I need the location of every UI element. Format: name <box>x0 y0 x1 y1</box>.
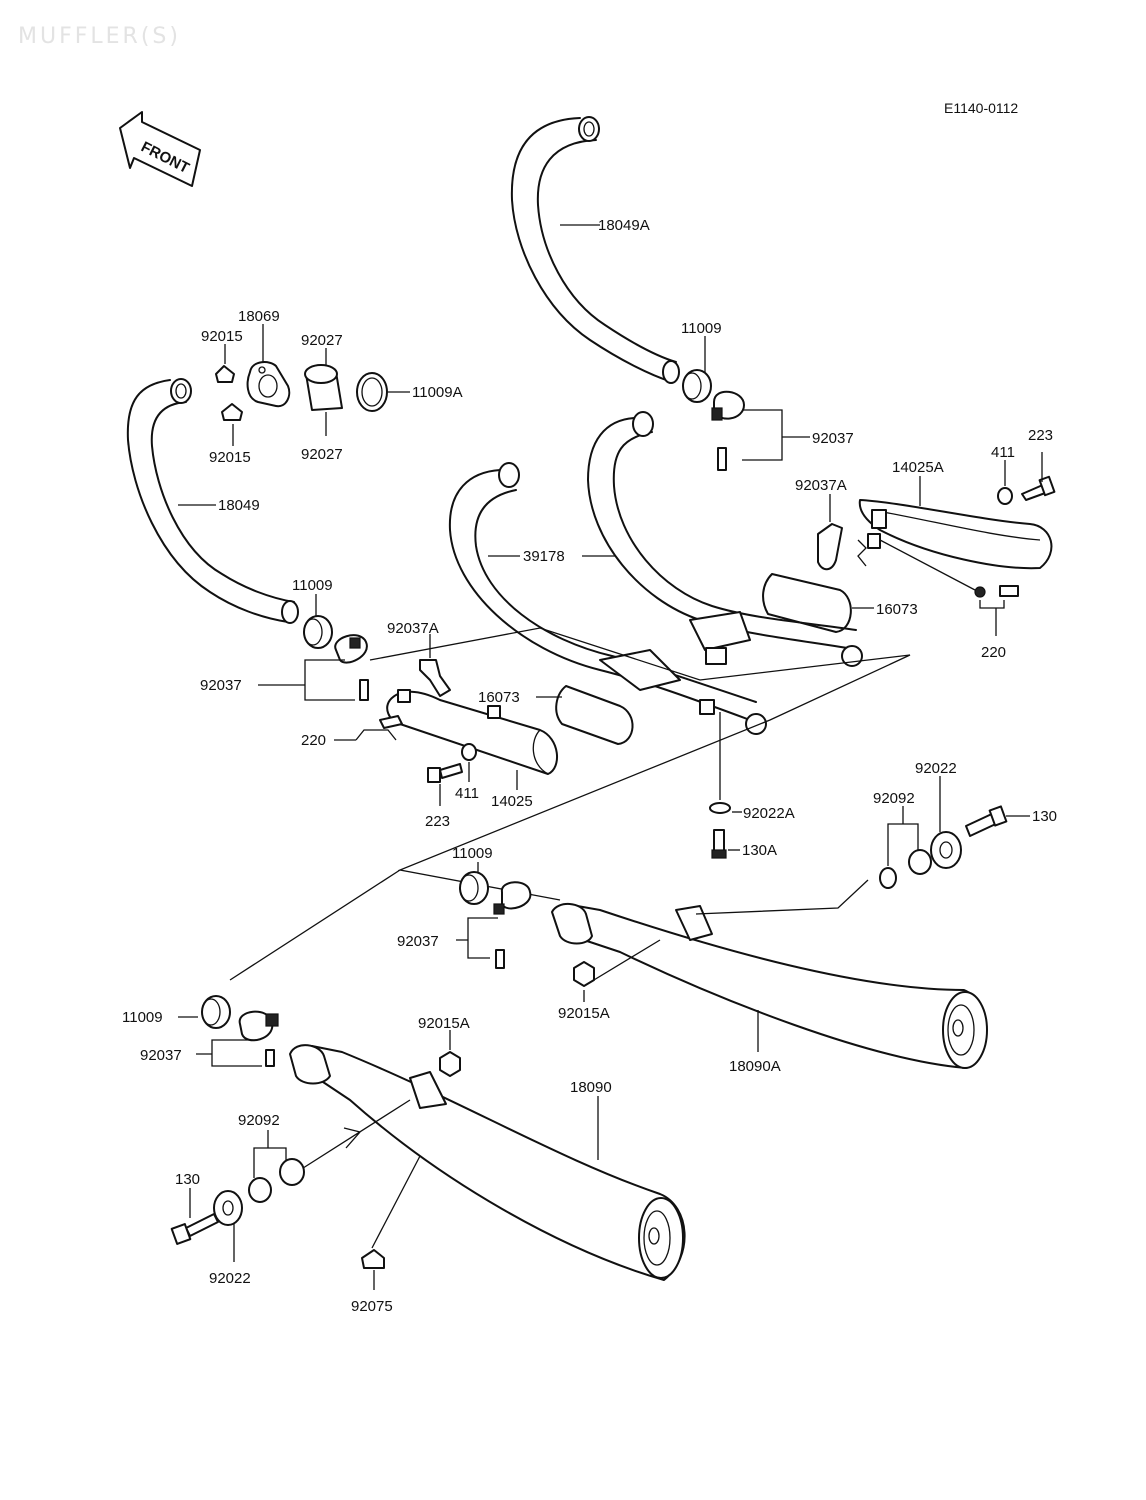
label-92015a-right: 92015A <box>558 1005 610 1022</box>
flange-18069 <box>246 361 291 408</box>
clamp-92037-top <box>711 390 745 471</box>
label-92037a-left: 92037A <box>387 620 439 637</box>
front-arrow-icon: FRONT <box>119 111 201 187</box>
diagram-code: E1140-0112 <box>944 100 1019 116</box>
label-92027-a: 92027 <box>301 332 343 349</box>
label-11009-low: 11009 <box>122 1009 163 1026</box>
gasket-11009-top <box>682 369 712 403</box>
label-92027-b: 92027 <box>301 446 343 463</box>
nut-92015a-left <box>439 1051 461 1077</box>
header-pipe-18049 <box>126 378 299 624</box>
damper-92092-right <box>879 849 932 889</box>
label-411-top: 411 <box>991 444 1015 461</box>
clamp-92037-low <box>238 1010 279 1067</box>
crossover-pipe-39178 <box>448 411 863 735</box>
label-11009-mid: 11009 <box>452 845 493 862</box>
label-220-left: 220 <box>301 732 326 749</box>
label-92037-top: 92037 <box>812 430 854 447</box>
washer-92022a <box>709 802 731 814</box>
label-223-top: 223 <box>1028 427 1053 444</box>
label-92037-mid: 92037 <box>397 933 439 950</box>
heat-cover-14025 <box>386 689 559 775</box>
label-16073-left: 16073 <box>478 689 520 706</box>
label-92075: 92075 <box>351 1298 393 1315</box>
label-92022-right: 92022 <box>915 760 957 777</box>
header-pipe-18049a <box>510 116 680 384</box>
rubber-92075 <box>361 1249 385 1269</box>
muffler-18090 <box>289 1044 686 1281</box>
bolt-220-left <box>379 715 403 729</box>
bolt-130-right <box>965 805 1008 837</box>
stud-92015-b <box>221 403 243 421</box>
label-39178: 39178 <box>523 548 565 565</box>
label-130-left: 130 <box>175 1171 200 1188</box>
label-92092-left: 92092 <box>238 1112 280 1129</box>
label-92015-b: 92015 <box>209 449 251 466</box>
ring-11009a <box>356 372 388 412</box>
label-11009a: 11009A <box>412 384 463 401</box>
gasket-11009-mid <box>459 871 489 905</box>
label-92092-right: 92092 <box>873 790 915 807</box>
bolt-130-left <box>170 1213 219 1245</box>
bracket-92037a-right <box>817 523 843 571</box>
bolt-220-right <box>974 585 1019 598</box>
label-18049: 18049 <box>218 497 260 514</box>
label-18049a: 18049A <box>598 217 650 234</box>
bracket-92037a-left <box>419 659 451 697</box>
label-14025: 14025 <box>491 793 533 810</box>
washer-92022-right <box>930 831 962 869</box>
label-92037-left: 92037 <box>200 677 242 694</box>
label-223-left: 223 <box>425 813 450 830</box>
bolt-223-top <box>1021 475 1056 501</box>
damper-92092-left <box>248 1158 305 1203</box>
label-92037a-right: 92037A <box>795 477 847 494</box>
washer-411-top <box>997 487 1013 505</box>
label-411-left: 411 <box>455 785 479 802</box>
label-92037-low: 92037 <box>140 1047 182 1064</box>
gasket-11009-left <box>303 615 333 649</box>
collar-92027 <box>304 364 343 411</box>
label-18069: 18069 <box>238 308 280 325</box>
heat-pad-16073-right <box>762 573 852 633</box>
label-18090a: 18090A <box>729 1058 781 1075</box>
label-11009-left: 11009 <box>292 577 333 594</box>
stud-92015-a <box>215 365 235 383</box>
clamp-92037-mid <box>493 881 532 969</box>
clamp-92037-left <box>334 634 369 701</box>
label-11009-top: 11009 <box>681 320 722 337</box>
bolt-130a <box>711 829 727 859</box>
page-watermark: MUFFLER(S) <box>18 24 181 49</box>
washer-411-left <box>461 743 477 761</box>
washer-92022-left <box>213 1190 243 1226</box>
label-130-right: 130 <box>1032 808 1057 825</box>
label-18090: 18090 <box>570 1079 612 1096</box>
label-16073-right: 16073 <box>876 601 918 618</box>
label-92022a: 92022A <box>743 805 795 822</box>
gasket-11009-low <box>201 995 231 1029</box>
label-92015a-left: 92015A <box>418 1015 470 1032</box>
label-220-right: 220 <box>981 644 1006 661</box>
label-14025a: 14025A <box>892 459 944 476</box>
heat-pad-16073-left <box>555 685 634 745</box>
heat-cover-14025a <box>858 499 1053 570</box>
label-92015-a: 92015 <box>201 328 243 345</box>
muffler-18090a <box>551 903 988 1069</box>
label-130a: 130A <box>742 842 777 859</box>
label-92022-left: 92022 <box>209 1270 251 1287</box>
bolt-223-left <box>427 763 463 783</box>
